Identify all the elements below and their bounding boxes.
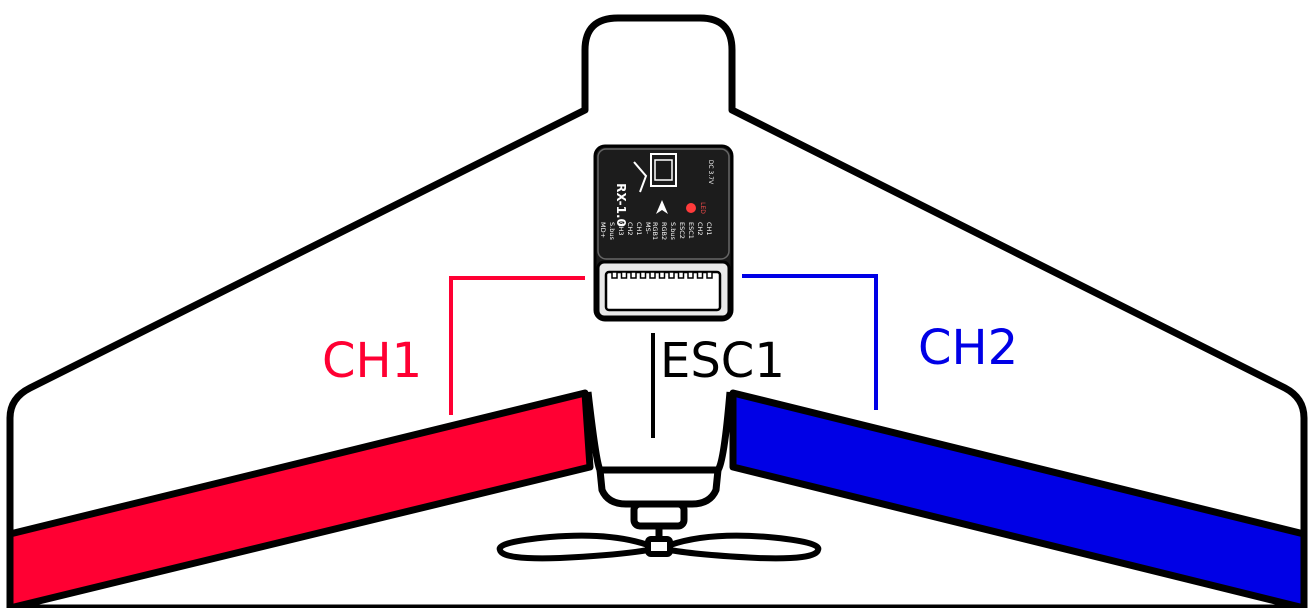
connector-pin <box>706 271 713 279</box>
right-elevon <box>729 389 1308 608</box>
receiver-pin-label: ESC1 <box>687 222 695 239</box>
propeller-right-blade <box>667 532 822 562</box>
receiver-connector-pins <box>611 271 713 279</box>
left-elevon <box>6 389 594 608</box>
receiver-module: RX-1.0 DC 3.7V LED CH1CH2ESC1ESC2S.busRG… <box>593 144 734 322</box>
receiver-pin-label: RGB2 <box>660 222 668 240</box>
ch1-label: CH1 <box>322 333 422 389</box>
ch2-wire <box>742 274 878 410</box>
receiver-pin-label: S.bus <box>608 222 616 240</box>
connector-pin <box>620 271 628 279</box>
receiver-pin-label: MS- <box>644 222 652 235</box>
motor <box>630 500 688 530</box>
fuselage-body <box>584 391 734 474</box>
receiver-pin-label: RGB1 <box>651 222 659 240</box>
connector-pin <box>658 271 666 279</box>
led-indicator <box>686 203 696 213</box>
propeller-left-blade <box>496 532 651 562</box>
receiver-pin-label: MD+ <box>599 222 607 238</box>
antenna-icon <box>633 161 648 193</box>
connector-pin <box>696 271 704 279</box>
receiver-pin-label: CH2 <box>696 222 704 236</box>
receiver-pin-label: CH1 <box>635 222 643 236</box>
receiver-led-label: LED <box>699 202 706 214</box>
motor-mount <box>596 466 722 508</box>
connector-pin <box>668 271 675 279</box>
connector-pin <box>687 271 694 279</box>
receiver-pin-label: CH3 <box>617 222 625 236</box>
ch2-label: CH2 <box>918 320 1018 376</box>
receiver-brand: RX-1.0 <box>614 183 628 227</box>
propeller-hub <box>645 536 673 557</box>
connector-pin <box>611 271 618 279</box>
connector-pin <box>649 271 656 279</box>
connector-pin <box>677 271 685 279</box>
connector-pin <box>630 271 637 279</box>
receiver-pin-label: ESC2 <box>678 222 686 239</box>
receiver-pin-label: CH2 <box>626 222 634 236</box>
receiver-power-label: DC 3.7V <box>707 160 714 185</box>
receiver-pin-label: S.bus <box>669 222 677 240</box>
esc1-label: ESC1 <box>660 333 785 389</box>
connector-pin <box>639 271 647 279</box>
arrow-icon <box>656 200 668 214</box>
receiver-switch-slot <box>654 159 673 181</box>
ch1-wire <box>449 276 585 415</box>
receiver-pin-label: CH1 <box>705 222 713 236</box>
